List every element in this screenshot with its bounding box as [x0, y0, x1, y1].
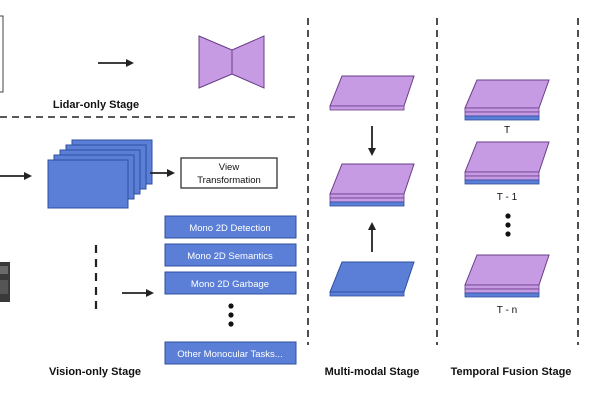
task-ellipsis-dots — [228, 303, 234, 327]
task-box-semantics — [164, 243, 297, 267]
view-transformation-line2: Transformation — [197, 175, 261, 186]
multimodal-stage-label: Multi-modal Stage — [325, 366, 420, 378]
vision-stage-label: Vision-only Stage — [49, 366, 141, 378]
temporal-label-t: T — [504, 125, 510, 136]
temporal-ellipsis-dots — [505, 213, 511, 237]
lidar-bev-feature — [329, 75, 415, 111]
view-transformation-box — [180, 157, 278, 189]
temporal-label-t-1: T - 1 — [497, 192, 518, 203]
temporal-feature-t — [464, 79, 550, 121]
task-label-detection: Mono 2D Detection — [189, 223, 270, 234]
task-box-other — [164, 341, 297, 365]
task-box-detection — [164, 215, 297, 239]
task-label-semantics: Mono 2D Semantics — [187, 251, 273, 262]
camera-bev-feature — [329, 261, 415, 297]
temporal-feature-t-1 — [464, 141, 550, 185]
image-feature-stack — [47, 139, 153, 209]
task-box-garbage — [164, 271, 297, 295]
temporal-feature-t-n — [464, 254, 550, 298]
fused-bev-feature — [329, 163, 415, 207]
temporal-label-t-n: T - n — [497, 305, 517, 316]
task-label-other: Other Monocular Tasks... — [177, 349, 282, 360]
camera-icon — [0, 262, 10, 302]
temporal-stage-label: Temporal Fusion Stage — [451, 366, 572, 378]
lidar-input-box-edge — [0, 15, 4, 93]
view-transformation-line1: View — [219, 162, 240, 173]
lidar-stage-label: Lidar-only Stage — [53, 99, 139, 111]
task-label-garbage: Mono 2D Garbage — [191, 279, 269, 290]
lidar-encoder-shape — [198, 35, 265, 89]
